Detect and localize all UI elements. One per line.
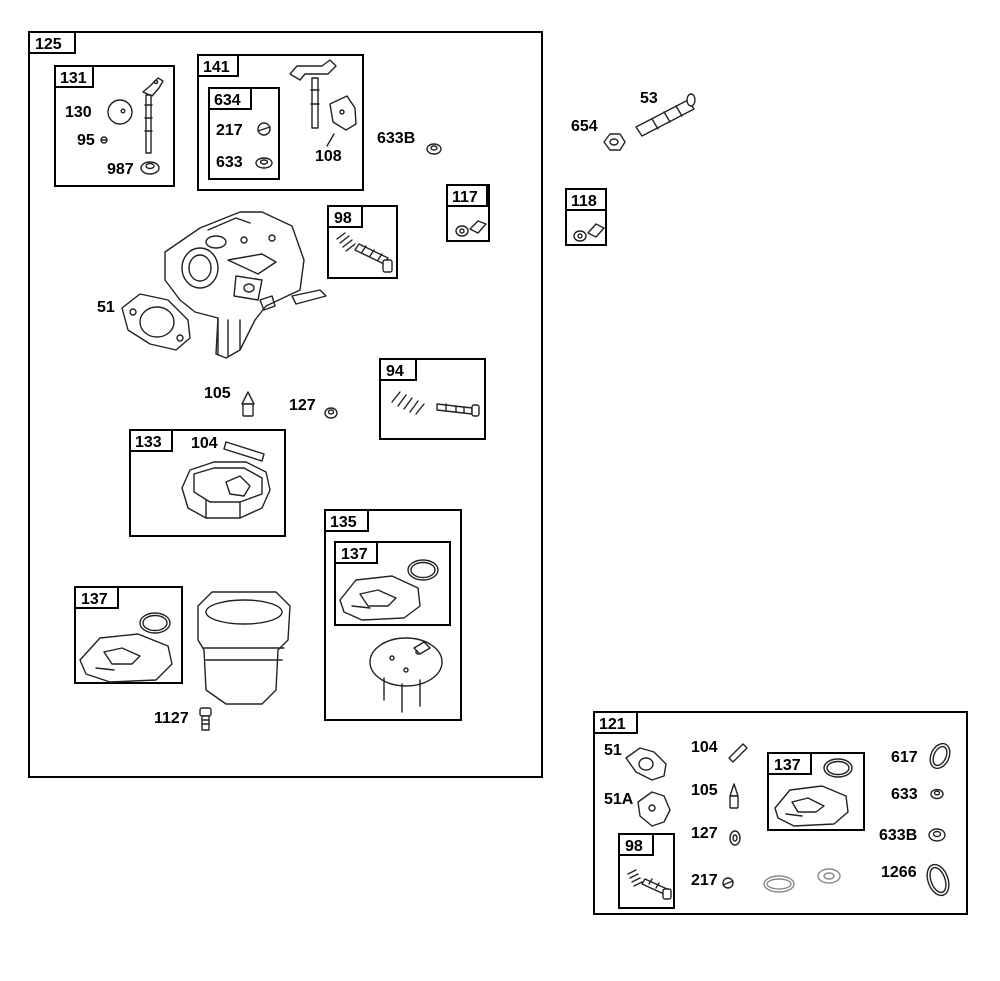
clip-217-drawing bbox=[257, 122, 271, 136]
kit-118-box: 118 bbox=[565, 188, 607, 246]
mixture-screw-drawing bbox=[391, 391, 480, 417]
kit-117-label: 117 bbox=[452, 189, 478, 206]
fuel-inlet-fitting-drawing bbox=[635, 93, 696, 137]
kit121-seal-ring-drawing bbox=[763, 875, 795, 893]
kit-94-box: 94 bbox=[379, 358, 486, 440]
gasket-set-left-drawing bbox=[79, 612, 173, 683]
kit121-pin-104-drawing bbox=[728, 743, 748, 763]
screw-drawing bbox=[100, 136, 108, 144]
kit121-part-127-label: 127 bbox=[691, 825, 718, 842]
kit-137-right-label: 137 bbox=[774, 757, 801, 774]
part-51-label: 51 bbox=[97, 299, 115, 316]
seal-633b-drawing bbox=[426, 143, 442, 155]
kit-141-label: 141 bbox=[203, 59, 230, 76]
part-53-label: 53 bbox=[640, 90, 658, 107]
kit-98-lower-label: 98 bbox=[625, 838, 643, 855]
fitting-nut-drawing bbox=[603, 133, 626, 151]
kit121-part-217-label: 217 bbox=[691, 872, 718, 889]
kit-137-inner-box: 137 bbox=[334, 541, 451, 626]
gasket-set-inner-drawing bbox=[339, 559, 439, 621]
kit-125-label: 125 bbox=[35, 36, 62, 53]
kit-98-label: 98 bbox=[334, 210, 352, 227]
part-95-label: 95 bbox=[77, 132, 95, 149]
choke-shaft-drawing bbox=[142, 77, 164, 154]
seat-127-drawing bbox=[324, 407, 338, 419]
screw-117-drawing bbox=[455, 220, 487, 237]
seal-633-drawing bbox=[255, 157, 273, 169]
kit121-washer-drawing bbox=[817, 868, 841, 884]
kit-133-label: 133 bbox=[135, 434, 162, 451]
needle-105-drawing bbox=[241, 391, 255, 417]
float-pin-drawing bbox=[223, 441, 265, 462]
kit121-part-51-label: 51 bbox=[604, 742, 622, 759]
part-654-label: 654 bbox=[571, 118, 598, 135]
kit121-part-617-label: 617 bbox=[891, 749, 918, 766]
kit-135-label: 135 bbox=[330, 514, 357, 531]
idle-screw-drawing bbox=[336, 232, 393, 273]
part-633-label: 633 bbox=[216, 154, 243, 171]
throttle-shaft-drawing bbox=[289, 59, 337, 129]
kit-135-box: 135 bbox=[324, 509, 462, 721]
kit-94-label: 94 bbox=[386, 363, 404, 380]
float-bowl-drawing bbox=[197, 591, 291, 705]
kit121-seal-633b-drawing bbox=[928, 828, 946, 842]
kit-117-box: 117 bbox=[446, 184, 490, 242]
kit-141-box: 141 bbox=[197, 54, 364, 191]
kit121-seal-633-drawing bbox=[930, 788, 944, 800]
part-217-label: 217 bbox=[216, 122, 243, 139]
kit121-part-1266-label: 1266 bbox=[881, 864, 917, 881]
part-1127-label: 1127 bbox=[154, 710, 189, 727]
gasket-51-drawing bbox=[121, 293, 191, 351]
kit121-part-633b-label: 633B bbox=[879, 827, 917, 844]
kit-634-label: 634 bbox=[214, 92, 241, 109]
carburetor-body-drawing bbox=[164, 211, 327, 359]
jet-plate-drawing bbox=[369, 637, 443, 713]
kit-125-box: 125 bbox=[28, 31, 543, 778]
kit121-oring-617-drawing bbox=[929, 742, 951, 770]
kit121-part-104-label: 104 bbox=[691, 739, 718, 756]
part-130-label: 130 bbox=[65, 104, 92, 121]
kit-121-label: 121 bbox=[599, 716, 626, 733]
part-105-label: 105 bbox=[204, 385, 231, 402]
kit121-part-51a-label: 51A bbox=[604, 791, 634, 808]
kit121-gasket-51a-drawing bbox=[637, 791, 671, 827]
kit121-needle-105-drawing bbox=[729, 783, 739, 809]
kit-137-left-label: 137 bbox=[81, 591, 108, 608]
kit121-gasket-51-drawing bbox=[625, 747, 667, 781]
part-104-label: 104 bbox=[191, 435, 218, 452]
kit-98-box: 98 bbox=[327, 205, 398, 279]
kit-137-left-box: 137 bbox=[74, 586, 183, 684]
bowl-screw-drawing bbox=[199, 707, 212, 731]
part-633b-label: 633B bbox=[377, 130, 415, 147]
part-127-label: 127 bbox=[289, 397, 316, 414]
kit-98-lower-box: 98 bbox=[618, 833, 675, 909]
seal-987-drawing bbox=[140, 161, 160, 175]
kit-131-label: 131 bbox=[60, 70, 87, 87]
kit-131-box: 131 bbox=[54, 65, 175, 187]
kit-121-box: 121 bbox=[593, 711, 968, 915]
kit121-clip-217-drawing bbox=[722, 877, 734, 889]
kit121-part-633-label: 633 bbox=[891, 786, 918, 803]
kit-137-right-box: 137 bbox=[767, 752, 865, 831]
throttle-plate-drawing bbox=[326, 95, 357, 147]
float-drawing bbox=[181, 461, 271, 519]
kit121-idle-screw-drawing bbox=[627, 869, 672, 900]
kit121-seat-127-drawing bbox=[729, 830, 741, 846]
kit-634-box: 634 bbox=[208, 87, 280, 180]
part-987-label: 987 bbox=[107, 161, 134, 178]
kit121-part-105-label: 105 bbox=[691, 782, 718, 799]
kit-133-box: 133 bbox=[129, 429, 286, 537]
part-108-label: 108 bbox=[315, 148, 342, 165]
kit-118-label: 118 bbox=[571, 193, 597, 210]
kit121-oring-1266-drawing bbox=[926, 863, 950, 897]
kit-137-inner-label: 137 bbox=[341, 546, 368, 563]
choke-plate-drawing bbox=[107, 99, 133, 125]
screw-118-drawing bbox=[573, 223, 605, 242]
gasket-set-right-drawing bbox=[774, 758, 853, 827]
